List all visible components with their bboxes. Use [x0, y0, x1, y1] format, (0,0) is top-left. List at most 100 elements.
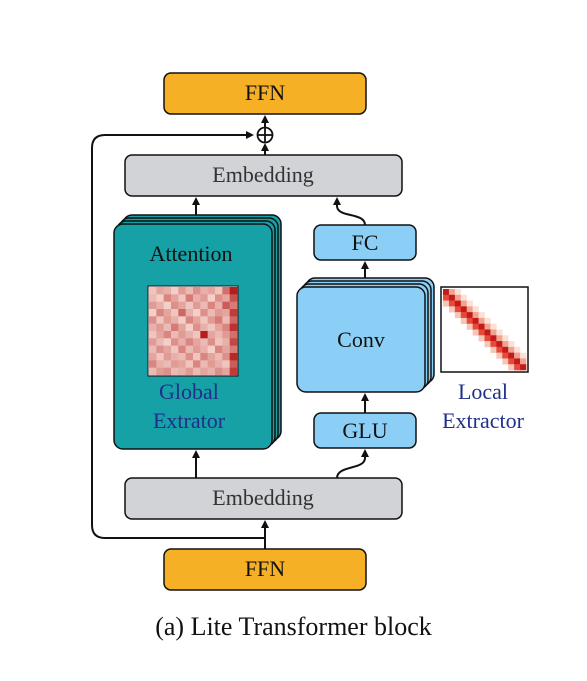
global-extractor-label-line2: Extrator: [153, 408, 226, 433]
band-cell: [484, 341, 491, 348]
heatmap-cell: [178, 353, 186, 361]
heatmap-cell: [156, 367, 164, 376]
heatmap-cell: [156, 309, 164, 317]
band-cell: [484, 323, 491, 330]
band-cell: [508, 352, 515, 359]
heatmap-cell: [229, 287, 238, 295]
heatmap-cell: [200, 345, 208, 354]
heatmap-cell: [207, 294, 216, 302]
heatmap-cell: [171, 345, 179, 354]
heatmap-cell: [222, 331, 230, 339]
heatmap-cell: [171, 323, 179, 332]
heatmap-cell: [215, 309, 223, 317]
band-cell: [520, 364, 527, 371]
fc-label: FC: [352, 230, 379, 255]
band-cell: [472, 306, 479, 313]
heatmap-cell: [156, 331, 164, 339]
heatmap-cell: [200, 294, 208, 302]
heatmap-cell: [149, 331, 157, 339]
heatmap-cell: [178, 316, 186, 324]
heatmap-cell: [171, 360, 179, 368]
heatmap-cell: [200, 353, 208, 361]
heatmap-cell: [156, 316, 164, 324]
glu-block: [313, 412, 417, 449]
heatmap-cell: [156, 353, 164, 361]
band-cell: [460, 294, 468, 301]
band-cell: [454, 294, 462, 301]
heatmap-cell: [163, 287, 172, 295]
heatmap-cell: [229, 301, 238, 310]
heatmap-cell: [178, 301, 186, 310]
heatmap-cell: [156, 301, 164, 310]
heatmap-cell: [222, 367, 230, 376]
arrow-fc-to-embedding: [333, 197, 366, 226]
heatmap-cell: [178, 345, 186, 354]
heatmap-cell: [163, 331, 172, 339]
band-cell: [502, 346, 509, 353]
heatmap-cell: [178, 287, 186, 295]
band-cell: [466, 317, 473, 325]
heatmap-cell: [207, 316, 216, 324]
heatmap-cell: [185, 316, 194, 324]
heatmap-cell: [215, 331, 223, 339]
band-cell: [514, 346, 521, 353]
band-cell: [490, 323, 497, 330]
heatmap-cell: [156, 287, 164, 295]
heatmap-cell: [156, 294, 164, 302]
conv-stack: [296, 277, 435, 393]
heatmap-cell: [185, 301, 194, 310]
heatmap-cell: [200, 331, 208, 339]
band-cell: [454, 306, 462, 313]
local-extractor-pattern: [440, 286, 529, 373]
heatmap-cell: [171, 294, 179, 302]
heatmap-cell: [200, 338, 208, 346]
band-cell: [502, 358, 509, 365]
band-cell: [520, 358, 527, 365]
heatmap-cell: [200, 367, 208, 376]
heatmap-cell: [207, 323, 216, 332]
band-cell: [443, 300, 450, 307]
band-cell: [460, 317, 468, 325]
heatmap-cell: [163, 316, 172, 324]
band-cell: [460, 312, 468, 319]
heatmap-cell: [149, 338, 157, 346]
heatmap-cell: [215, 323, 223, 332]
heatmap-cell: [185, 353, 194, 361]
band-cell: [508, 346, 515, 353]
heatmap-cell: [222, 294, 230, 302]
heatmap-cell: [163, 323, 172, 332]
heatmap-cell: [185, 367, 194, 376]
heatmap-cell: [222, 360, 230, 368]
heatmap-cell: [207, 367, 216, 376]
band-cell: [443, 289, 450, 296]
heatmap-cell: [222, 309, 230, 317]
heatmap-cell: [193, 360, 201, 368]
heatmap-cell: [207, 360, 216, 368]
heatmap-cell: [222, 301, 230, 310]
embedding-top-block: [124, 154, 403, 197]
heatmap-cell: [215, 345, 223, 354]
residual-add-icon: [256, 126, 274, 144]
heatmap-cell: [200, 301, 208, 310]
global-extractor-label-line1: Global: [159, 379, 219, 404]
heatmap-cell: [178, 294, 186, 302]
embedding-bottom-block: [124, 477, 403, 520]
heatmap-cell: [215, 338, 223, 346]
band-cell: [508, 358, 515, 365]
heatmap-cell: [185, 338, 194, 346]
heatmap-cell: [229, 309, 238, 317]
band-cell: [502, 341, 509, 348]
heatmap-cell: [193, 294, 201, 302]
band-cell: [454, 312, 462, 319]
heatmap-cell: [149, 345, 157, 354]
heatmap-cell: [178, 360, 186, 368]
band-cell: [514, 352, 521, 359]
band-cell: [514, 364, 521, 371]
band-cell: [496, 346, 503, 353]
heatmap-cell: [229, 353, 238, 361]
heatmap-cell: [200, 323, 208, 332]
heatmap-cell: [229, 360, 238, 368]
band-cell: [502, 335, 509, 342]
ffn-bottom-label: FFN: [245, 556, 285, 581]
